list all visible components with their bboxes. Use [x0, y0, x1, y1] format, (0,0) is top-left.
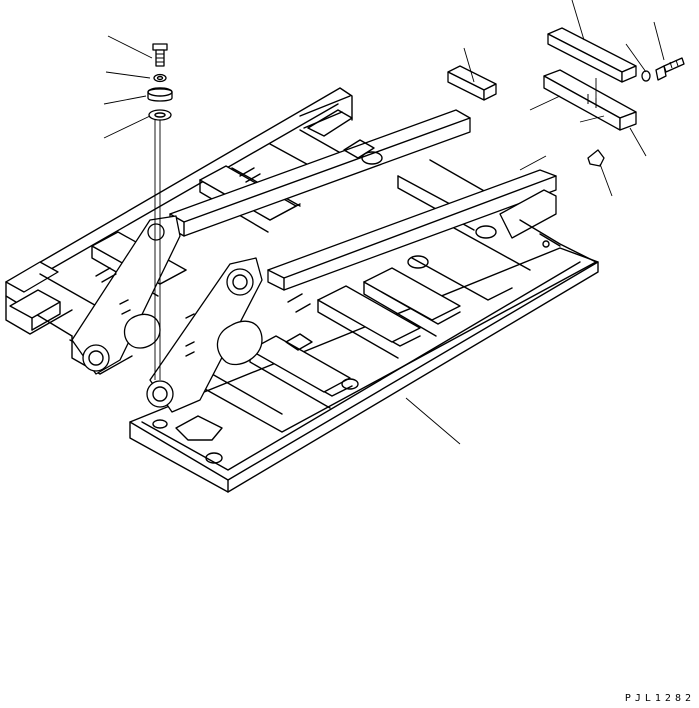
drawing-code: PJL1282 [624, 693, 695, 704]
bolt-stack [147, 43, 173, 380]
side-rails [169, 95, 557, 291]
counter-blocks [447, 27, 685, 197]
rear-frame [499, 189, 597, 263]
leader-lines [103, 0, 665, 445]
boom-brackets [71, 215, 263, 413]
main-frame [5, 87, 599, 493]
deck-details [95, 109, 497, 464]
